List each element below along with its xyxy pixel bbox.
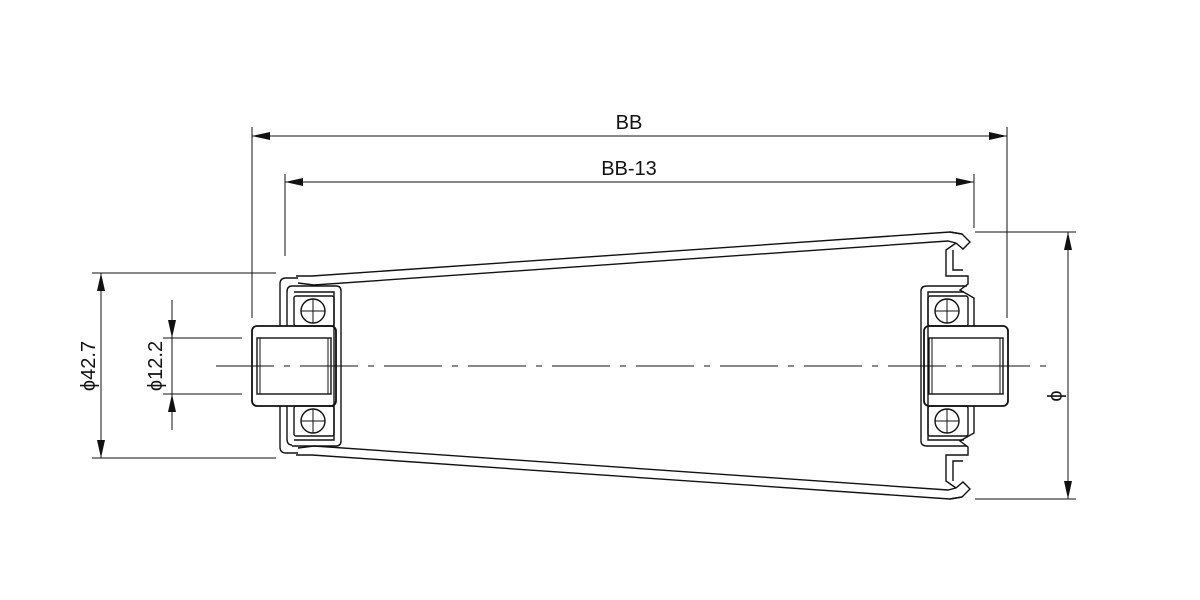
right-shell-top [945,242,975,326]
dimension-overall-length: BB [251,112,1008,318]
left-flange-inner [294,291,335,441]
right-shell-bottom-step [952,460,963,481]
label-bb13: BB-13 [601,158,657,180]
right-sleeve-bore [928,337,1004,395]
label-427: ϕ42.7 [78,341,100,391]
tube-bottom-curl [949,481,971,500]
arrow-bb13-right [956,178,974,186]
dimension-shaft-diameter: ϕ12.2 [145,300,242,430]
arrow-427-top [97,273,105,291]
left-flange [292,285,342,447]
right-flange-inner [927,291,964,441]
label-phi: ϕ [1045,390,1067,401]
dimension-housing-diameter: ϕ42.7 [78,272,276,459]
left-bearing-housing [251,277,342,454]
left-inner-sleeve [251,325,337,407]
tube-top-outer [296,231,963,277]
arrow-122-top [168,320,176,338]
dimension-large-end-diameter: ϕ [975,231,1076,500]
left-shell-bottom-inner [286,406,293,446]
arrow-122-bottom [168,394,176,412]
left-shell-top-inner [286,285,293,326]
left-shell-top-outer [279,277,298,326]
tube-top-inner [297,240,957,286]
arrow-phi-bottom [1064,481,1072,499]
dimension-tube-length: BB-13 [284,158,975,256]
right-shell-top-step [952,250,963,271]
arrow-427-bottom [97,440,105,458]
label-bb: BB [616,112,643,134]
left-sleeve-bore [256,337,332,395]
tapered-tube [296,231,971,500]
tube-bottom-inner [297,445,957,491]
arrow-bb-left [252,132,270,140]
right-shell-bottom [945,406,975,489]
right-bearing-housing [920,242,1009,489]
arrow-phi-top [1064,232,1072,250]
arrow-bb13-left [285,178,303,186]
label-122: ϕ12.2 [145,341,167,391]
arrow-bb-right [989,132,1007,140]
left-shell-bottom-outer [279,406,298,454]
right-flange [920,285,967,447]
tube-top-curl [949,231,971,250]
tube-bottom-outer [296,454,963,500]
right-inner-sleeve [923,325,1009,407]
